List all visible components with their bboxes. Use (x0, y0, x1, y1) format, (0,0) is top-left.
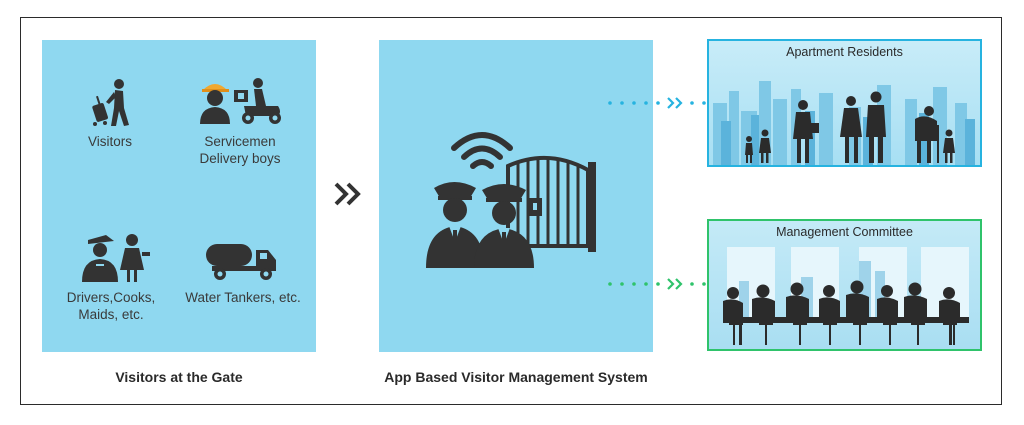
guards-gate-wifi-icon (426, 132, 596, 268)
driver-maid-icon (82, 234, 150, 282)
drivers-label: Drivers,Cooks, Maids, etc. (66, 290, 156, 322)
visitors-label: Visitors (87, 134, 132, 149)
servicemen-label: Servicemen Delivery boys (199, 134, 281, 166)
vms-caption: App Based Visitor Management System (384, 369, 648, 385)
water-tankers-label: Water Tankers, etc. (185, 290, 301, 305)
meeting-silhouette-image (723, 247, 969, 345)
apartment-residents-box: Apartment Residents (707, 39, 982, 167)
management-committee-title: Management Committee (776, 225, 913, 239)
delivery-scooter-icon (200, 78, 281, 124)
management-committee-box: Management Committee (707, 219, 982, 351)
traveler-icon (92, 79, 129, 126)
residents-connector (608, 97, 706, 109)
visitors-caption: Visitors at the Gate (115, 369, 243, 385)
apartment-residents-title: Apartment Residents (786, 45, 903, 59)
double-chevron-right-icon (334, 182, 361, 206)
visitors-panel (42, 40, 316, 352)
management-connector (608, 278, 706, 290)
city-skyline-residents-image (713, 81, 975, 165)
water-tanker-icon (206, 244, 276, 280)
